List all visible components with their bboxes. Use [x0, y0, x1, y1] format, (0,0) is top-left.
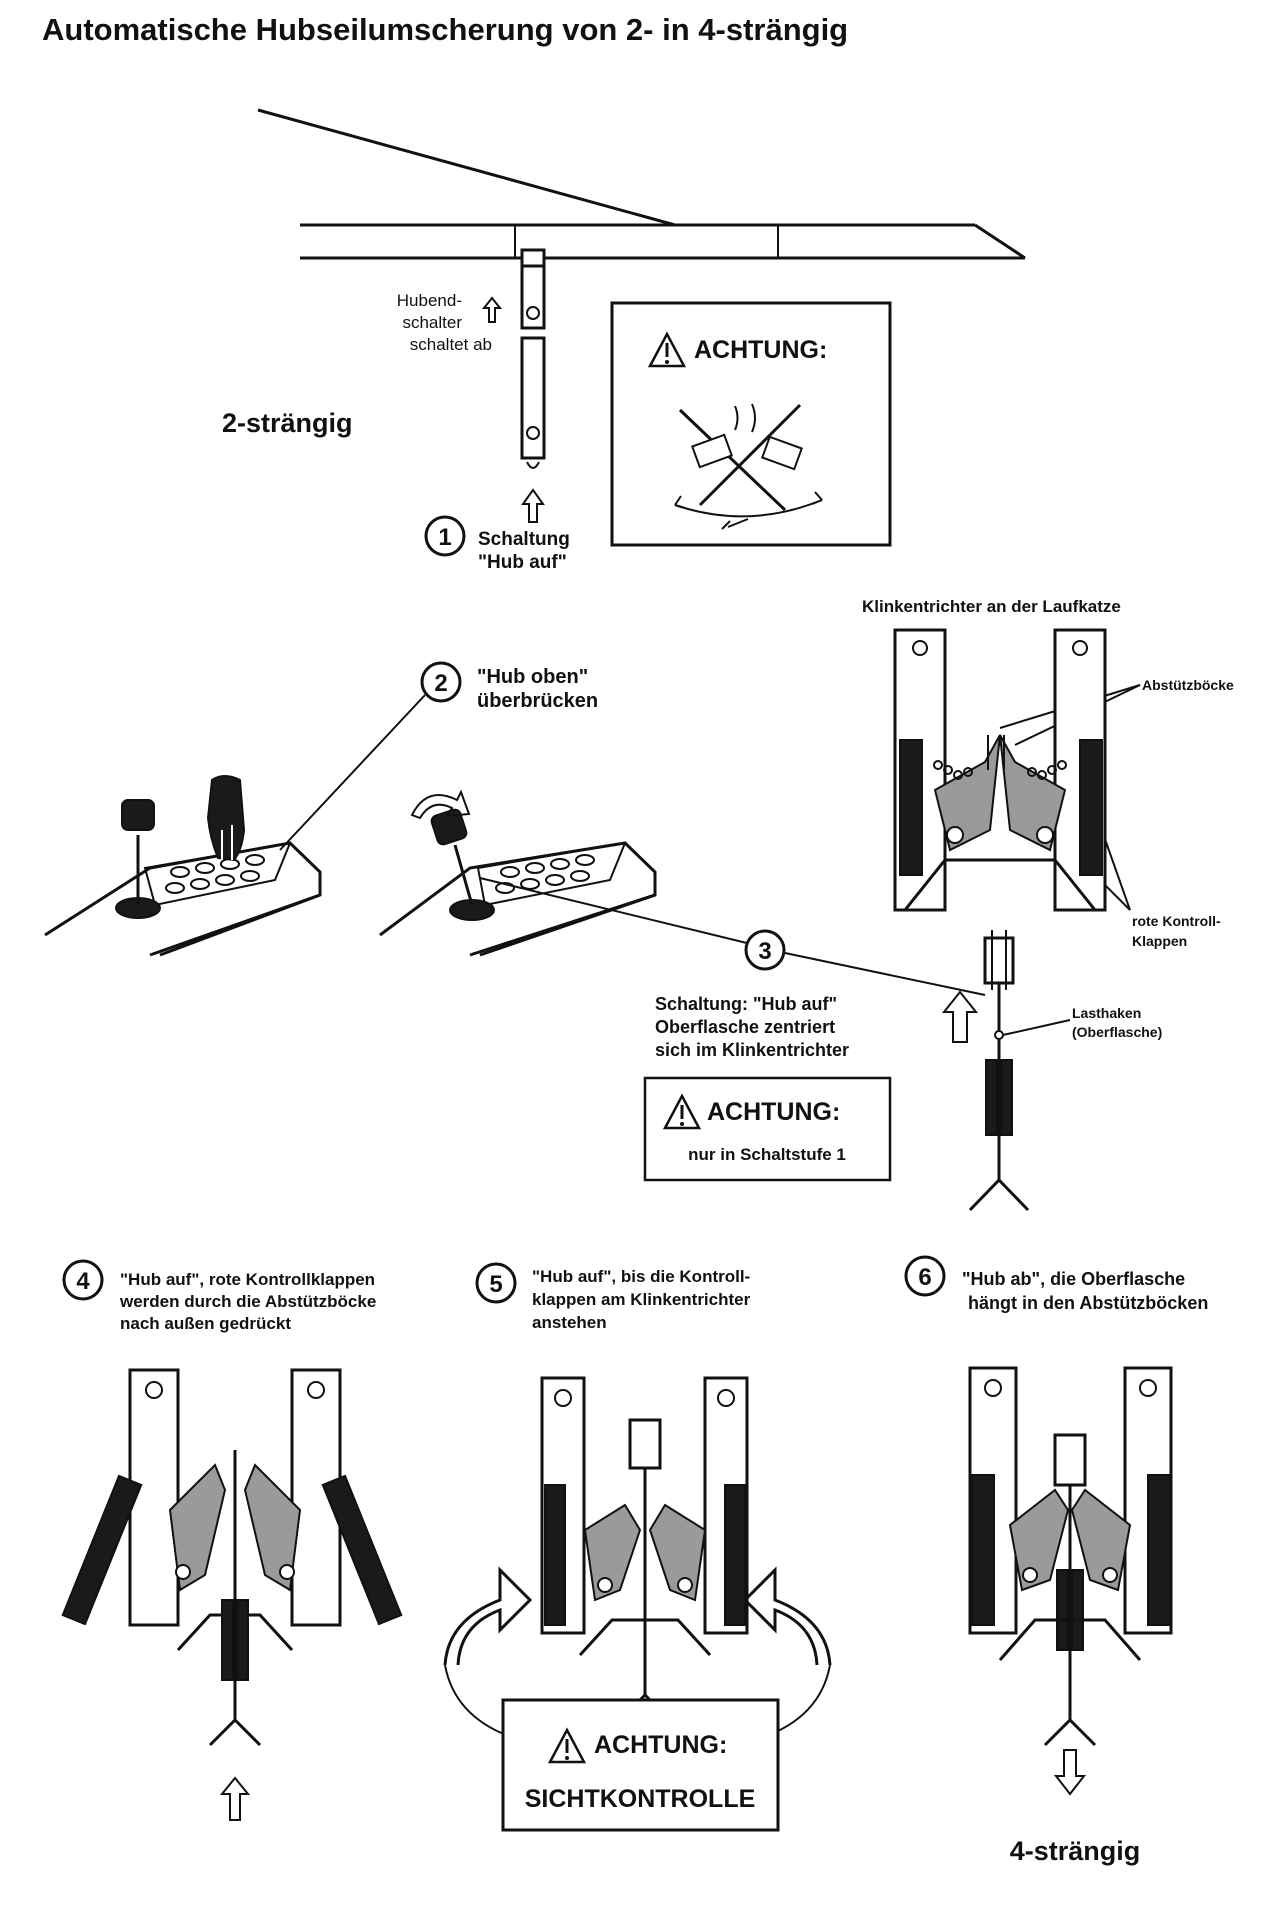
step-5-line-2: klappen am Klinkentrichter — [532, 1290, 751, 1309]
step-6-number: 6 — [918, 1264, 931, 1291]
callout-abstuetzboecke: Abstützböcke — [1142, 677, 1234, 693]
hand-pressing-button-icon — [206, 775, 246, 862]
warning-panel-swing: ACHTUNG: — [610, 301, 892, 547]
page-title: Automatische Hubseilumscherung von 2- in… — [42, 12, 848, 47]
warning-box-schaltstufe: ACHTUNG: nur in Schaltstufe 1 — [643, 1076, 892, 1182]
step-2-line-1: "Hub oben" — [477, 666, 588, 688]
step-3-line-1: Schaltung: "Hub auf" — [655, 994, 837, 1014]
down-arrow-icon — [1053, 1749, 1087, 1796]
step-6-line-1: "Hub ab", die Oberflasche — [962, 1269, 1185, 1289]
callout-kontroll-line-2: Klappen — [1132, 933, 1187, 949]
joystick-tilted-icon — [430, 808, 495, 921]
limit-switch-label: Hubend- schalter schaltet ab — [397, 291, 503, 354]
step-3: 3 Schaltung: "Hub auf" Oberflasche zentr… — [479, 877, 986, 1060]
warning-label-1: ACHTUNG: — [694, 336, 827, 364]
joystick-icon — [115, 799, 161, 919]
step-4-line-1: "Hub auf", rote Kontrollklappen — [120, 1270, 375, 1289]
step-5-line-1: "Hub auf", bis die Kontroll- — [532, 1267, 750, 1286]
step-3-badge — [744, 929, 786, 971]
limit-switch-line-2: schalter — [402, 313, 462, 332]
step-4-line-3: nach außen gedrückt — [120, 1314, 291, 1333]
step-4: 4 "Hub auf", rote Kontrollklappen werden… — [62, 1259, 376, 1333]
limit-switch-line-3: schaltet ab — [410, 335, 492, 354]
up-arrow-icon — [941, 990, 979, 1043]
load-hook-oberflasche — [968, 930, 1030, 1212]
step-4-number: 4 — [76, 1268, 90, 1295]
step-5-line-3: anstehen — [532, 1313, 607, 1332]
funnel-step-6 — [968, 1366, 1173, 1796]
step-2-badge — [420, 661, 462, 703]
rotate-arrow-icon — [410, 789, 471, 820]
step-1-badge — [424, 515, 466, 557]
button-grid-left — [165, 854, 265, 894]
funnel-caption: Klinkentrichter an der Laufkatze — [862, 597, 1121, 616]
warning-box-sichtkontrolle: ACHTUNG: SICHTKONTROLLE — [501, 1698, 780, 1832]
control-desk-left — [44, 775, 322, 957]
step-2-number: 2 — [434, 670, 447, 697]
roller-chain — [933, 760, 1067, 780]
up-arrow-icon — [481, 296, 503, 323]
step-6-line-2: hängt in den Abstützböcken — [968, 1293, 1208, 1313]
step-1-line-1: Schaltung — [478, 529, 570, 550]
step-3-line-3: sich im Klinkentrichter — [655, 1040, 849, 1060]
step-3-line-2: Oberflasche zentriert — [655, 1017, 835, 1037]
up-arrow-icon — [219, 1776, 251, 1821]
step-3-number: 3 — [758, 938, 771, 965]
step-5: 5 "Hub auf", bis die Kontroll- klappen a… — [475, 1262, 751, 1332]
step-5-number: 5 — [489, 1271, 502, 1298]
warning-note-sichtkontrolle: SICHTKONTROLLE — [525, 1785, 756, 1813]
step-2: 2 "Hub oben" überbrücken — [279, 661, 598, 851]
hook-block-2-strand — [520, 248, 546, 523]
label-2-strangig: 2-strängig — [222, 408, 353, 438]
step-5-badge — [475, 1262, 517, 1304]
step-4-badge — [62, 1259, 104, 1301]
step-4-line-2: werden durch die Abstützböcke — [119, 1292, 376, 1311]
label-4-strangig: 4-strängig — [1010, 1836, 1141, 1866]
funnel-step-5 — [443, 1376, 832, 1741]
callout-lasthaken-line-1: Lasthaken — [1072, 1005, 1141, 1021]
step-6: 6 "Hub ab", die Oberflasche hängt in den… — [904, 1255, 1208, 1313]
step-1: 1 Schaltung "Hub auf" — [424, 515, 570, 573]
control-desk-right — [379, 789, 657, 957]
funnel-detail — [893, 628, 1107, 912]
limit-switch-line-1: Hubend- — [397, 291, 462, 310]
step-2-line-2: überbrücken — [477, 690, 598, 712]
step-6-badge — [904, 1255, 946, 1297]
funnel-step-4 — [61, 1368, 403, 1821]
warning-label-3: ACHTUNG: — [594, 1731, 727, 1759]
up-arrow-icon — [521, 488, 545, 523]
step-1-line-2: "Hub auf" — [478, 552, 567, 573]
callout-lasthaken-line-2: (Oberflasche) — [1072, 1024, 1162, 1040]
warning-label-2: ACHTUNG: — [707, 1098, 840, 1126]
warning-note-schaltstufe: nur in Schaltstufe 1 — [688, 1145, 846, 1164]
crane-boom — [257, 108, 1026, 260]
step-1-number: 1 — [438, 524, 451, 551]
button-grid-right — [495, 854, 595, 894]
callout-kontroll-line-1: rote Kontroll- — [1132, 913, 1221, 929]
swinging-load-icon — [674, 403, 823, 530]
